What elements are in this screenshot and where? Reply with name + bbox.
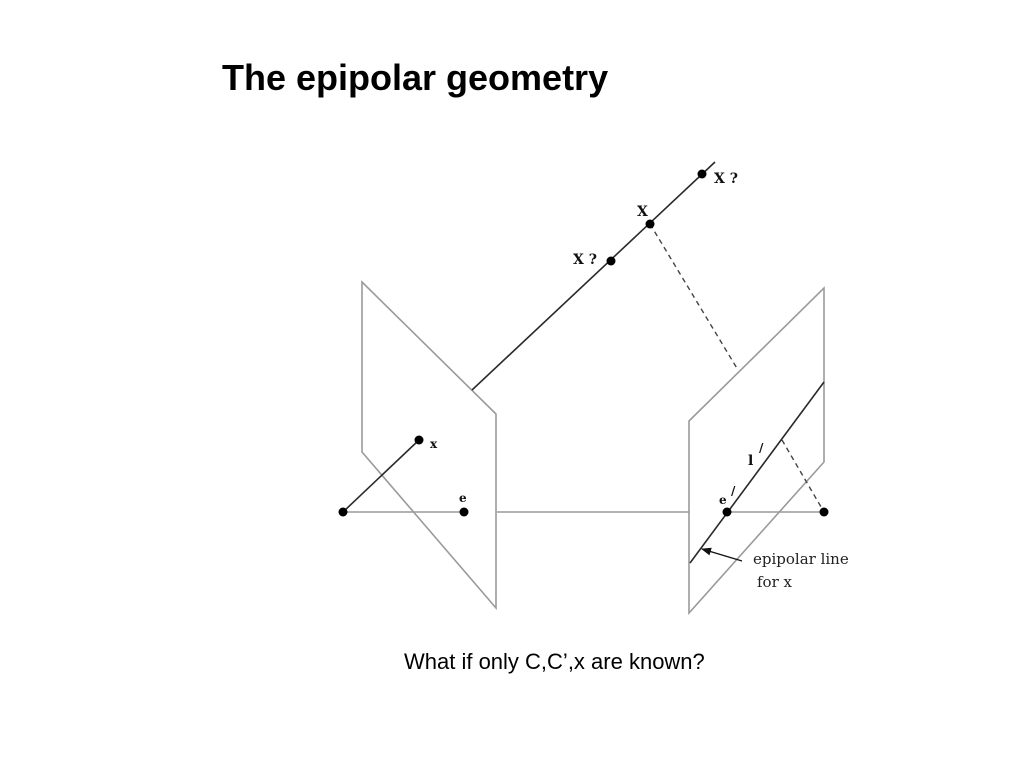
epipolar-line-l-prime: [689, 381, 825, 564]
label-epipolar-line-l: l: [748, 453, 753, 469]
camera-center-c: [338, 507, 348, 517]
label-epipole-e-prime: e: [719, 493, 727, 507]
world-point-x: [645, 219, 655, 229]
right-image-plane: [688, 286, 825, 616]
camera-center-c-prime: [819, 507, 829, 517]
label-x-lower: X ?: [573, 252, 597, 268]
epipole-e-prime-point: [722, 507, 732, 517]
annotation-for-x: for x: [757, 573, 793, 591]
ray-behind-plane: [471, 161, 716, 391]
slide-caption: What if only C,C’,x are known?: [404, 649, 705, 674]
label-x: X: [637, 204, 648, 220]
slide-title: The epipolar geometry: [222, 57, 609, 98]
epipolar-line-arrow: [701, 547, 743, 562]
world-point-x-upper: [697, 169, 707, 179]
world-point-x-lower: [606, 256, 616, 266]
label-epipole-e-prime-mark: /: [731, 484, 736, 498]
label-epipolar-line-l-mark: /: [759, 441, 764, 455]
label-epipole-e: e: [459, 491, 467, 505]
annotation-epipolar-line: epipolar line: [753, 550, 849, 568]
left-image-plane: [361, 280, 497, 611]
label-image-point-x: x: [430, 437, 438, 451]
label-x-upper: X ?: [714, 171, 738, 187]
epipole-e-point: [459, 507, 469, 517]
ray-c-to-x: [342, 439, 420, 513]
projection-x-to-cprime-lower: [781, 439, 825, 513]
projection-x-to-cprime-upper: [649, 223, 739, 371]
image-point-x: [414, 435, 424, 445]
